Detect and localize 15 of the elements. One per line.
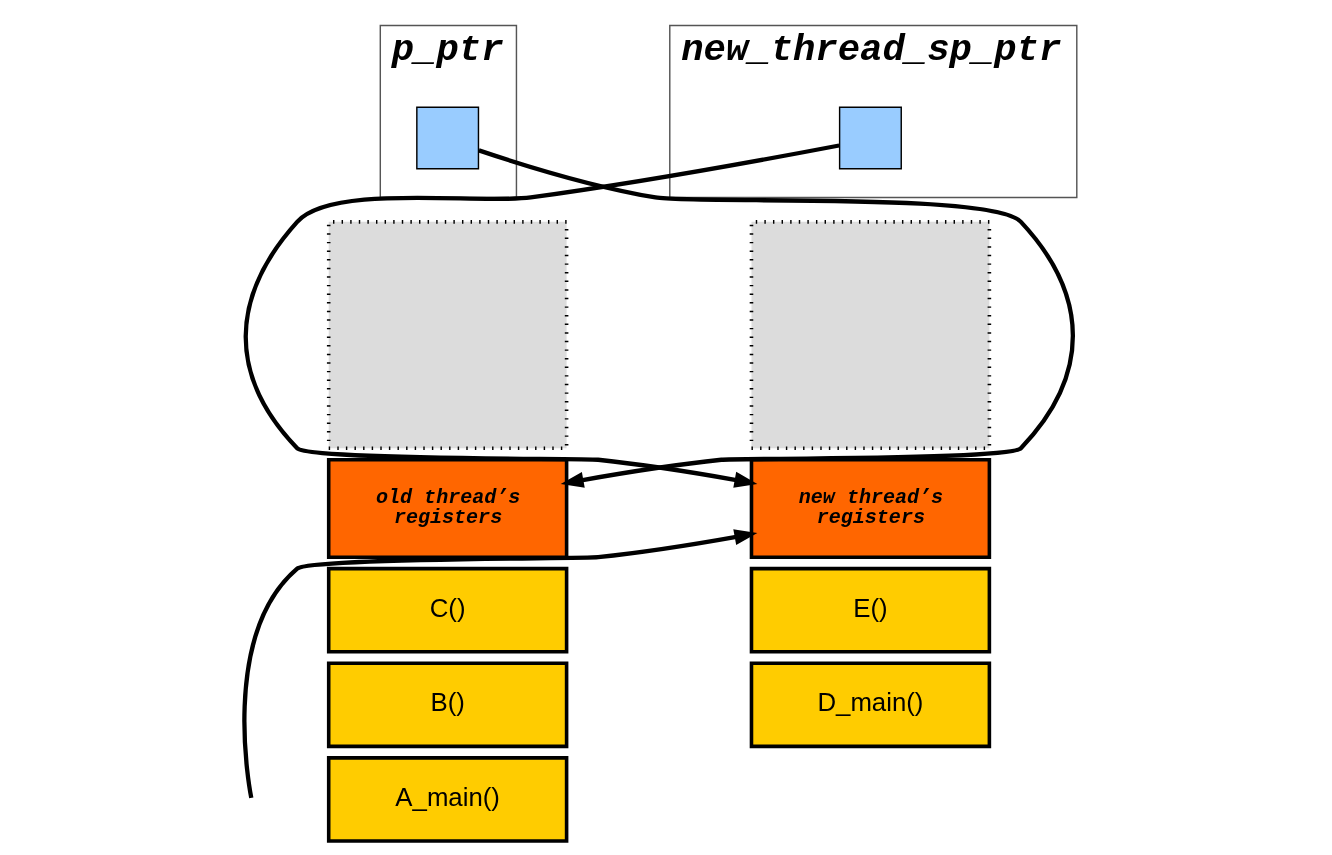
node-box: D_main() [749,661,992,749]
node-box [326,220,569,451]
node-box [416,106,480,170]
node-box: B() [326,661,569,749]
cluster: new_thread_sp_ptr [669,24,1078,199]
arrow [478,148,1075,488]
node-box: old thread’s registers [326,457,569,559]
node-box: A_main() [326,756,569,843]
node-box: new thread’s registers [749,457,992,559]
node-box: C() [326,566,569,654]
node-box: E() [749,566,992,654]
node-box [838,106,902,170]
arrow [243,143,840,488]
cluster: p_ptr [379,24,518,199]
node-box [749,220,992,451]
